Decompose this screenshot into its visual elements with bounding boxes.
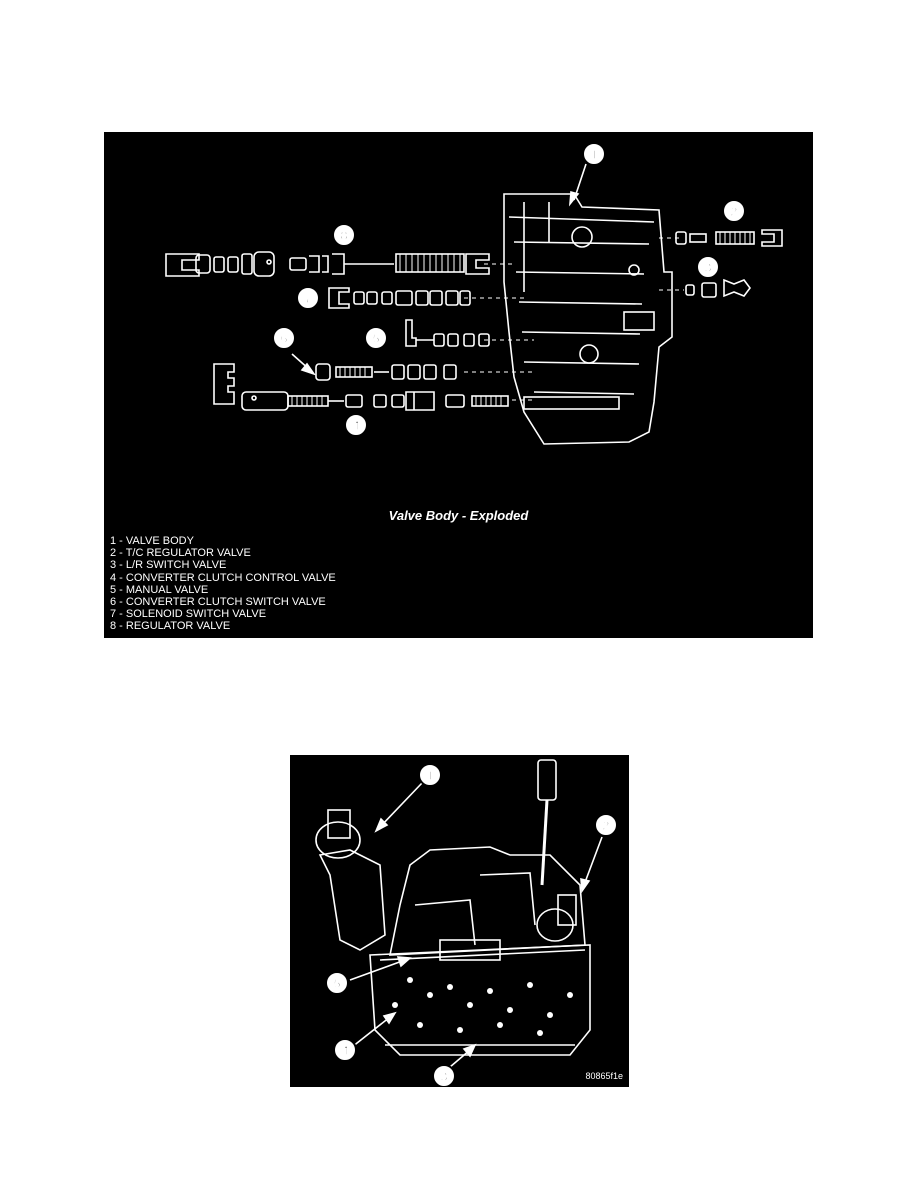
figure-code: 80865f1e <box>585 1071 623 1081</box>
callout-8: 8 <box>340 228 347 243</box>
callout-1: 1 <box>426 768 433 783</box>
callout-3: 3 <box>440 1069 447 1084</box>
callout-3: 3 <box>704 260 711 275</box>
legend-item: 8 - REGULATOR VALVE <box>110 620 231 633</box>
callout-6: 6 <box>280 331 287 346</box>
legend-item: 4 - CONVERTER CLUTCH CONTROL VALVE <box>110 571 336 584</box>
callout-5: 5 <box>372 331 379 346</box>
legend-item: 3 - L/R SWITCH VALVE <box>110 559 227 572</box>
legend-item: 5 - MANUAL VALVE <box>110 583 209 596</box>
valve-body-exploded-figure: 1 2 3 4 5 6 7 8 Valve Body - Exploded 1 … <box>104 132 813 638</box>
callout-2: 2 <box>730 204 737 219</box>
valve-body-assembly-figure: 1 2 3 4 5 80865f1e <box>290 755 629 1087</box>
legend-item: 6 - CONVERTER CLUTCH SWITCH VALVE <box>110 596 326 609</box>
legend-item: 7 - SOLENOID SWITCH VALVE <box>110 608 267 621</box>
valve-body-assembly-illustration: 1 2 3 4 5 <box>315 759 618 1087</box>
figure-caption: Valve Body - Exploded <box>388 508 529 523</box>
callout-4: 4 <box>341 1043 349 1058</box>
callout-5: 5 <box>333 976 340 991</box>
legend-item: 2 - T/C REGULATOR VALVE <box>110 547 251 560</box>
callout-7: 7 <box>304 291 311 306</box>
valve-body-exploded-illustration: 1 2 3 4 5 6 7 8 <box>165 142 783 445</box>
callout-4: 4 <box>352 418 360 433</box>
callout-2: 2 <box>602 818 609 833</box>
figure-legend: 1 - VALVE BODY 2 - T/C REGULATOR VALVE 3… <box>110 535 336 633</box>
callout-1: 1 <box>590 147 597 162</box>
legend-item: 1 - VALVE BODY <box>110 535 194 547</box>
